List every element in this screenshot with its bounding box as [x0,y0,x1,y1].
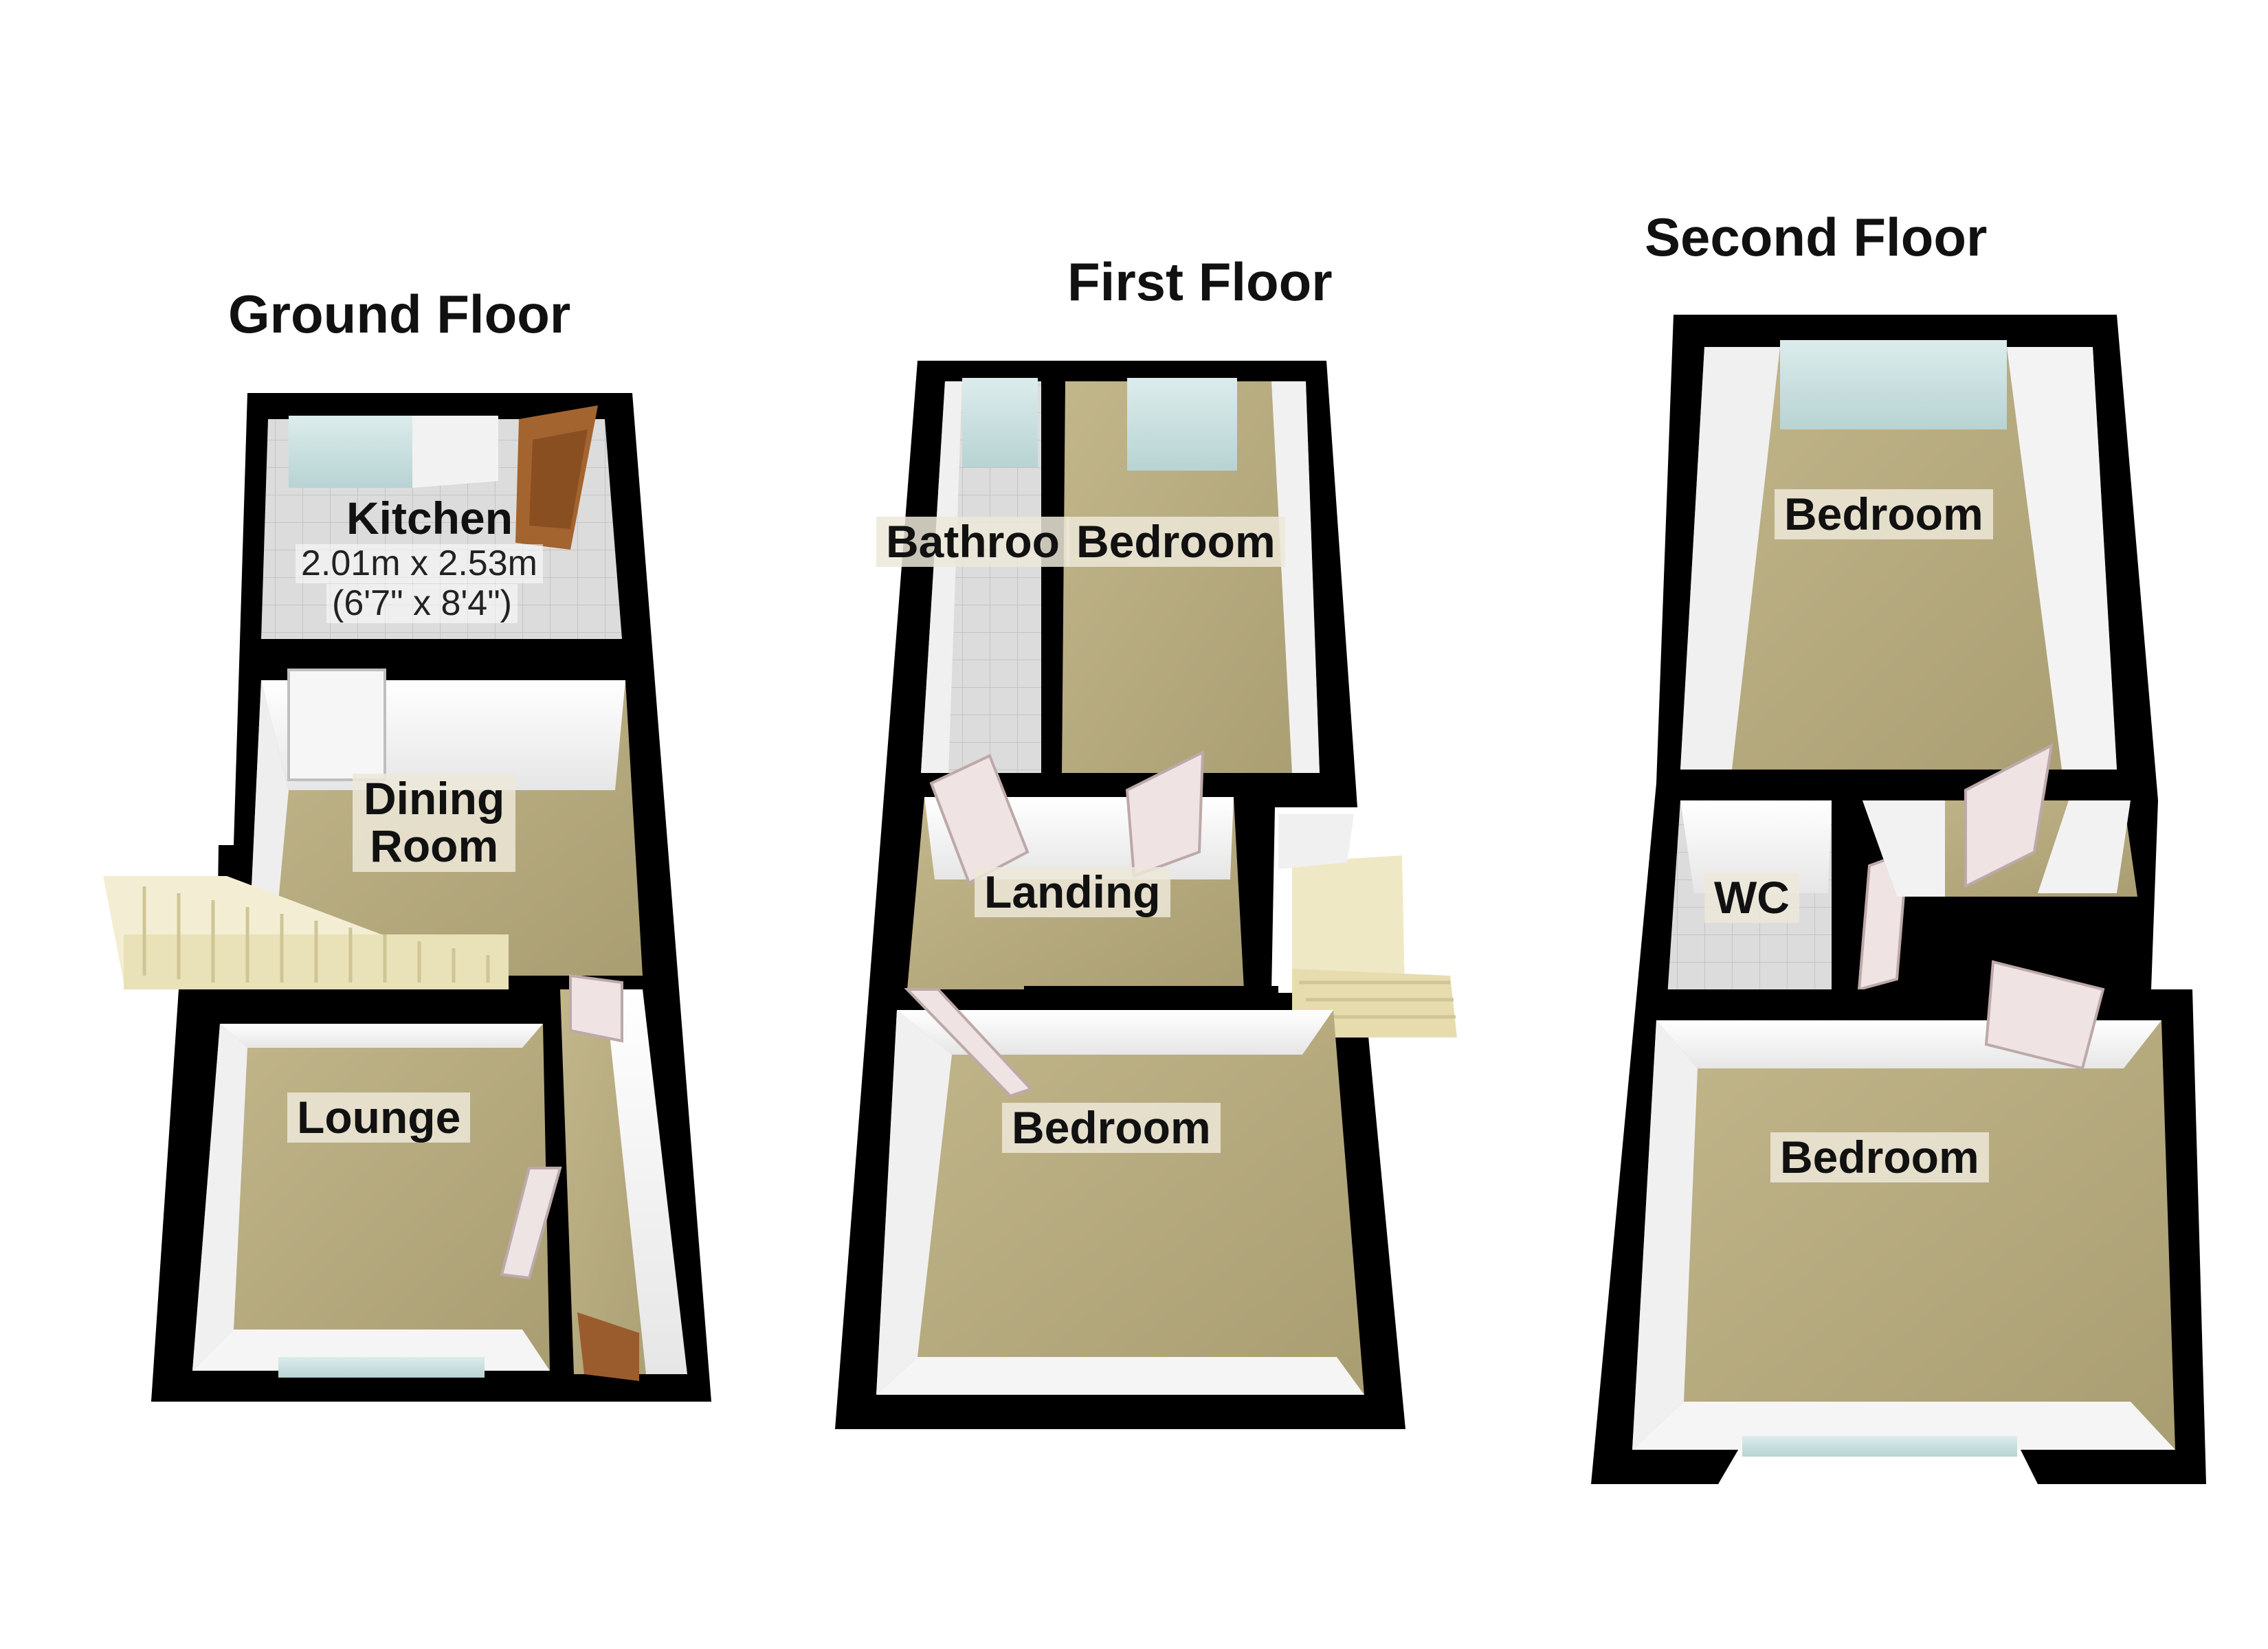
second-front-bedroom-wall-left [1632,1020,1698,1450]
second-floor-plan [1591,315,2206,1484]
bathroom-door-icon [929,754,1030,885]
front-door-icon [577,1312,639,1381]
lounge-door-icon [500,1167,562,1280]
second-rear-bedroom-door-icon [1964,743,2054,889]
kitchen-dimensions-metric: 2.01m x 2.53m [296,543,543,584]
wc-label: WC [1704,873,1799,923]
lounge-wall-left [192,1024,247,1371]
dining-room-label: Dining Room [353,773,516,872]
first-front-bedroom-wall-top [897,1010,1333,1055]
bathroom-bedroom-wall [1041,381,1062,773]
second-landing-right-wall-face [2038,800,2131,893]
first-rear-bedroom-floor [1062,381,1320,773]
dining-room-label-line1: Dining [364,773,505,824]
first-rear-bedroom-label: Bedroom [1067,517,1285,568]
wc-divider-wall [1832,800,1863,1007]
first-rear-bedroom-window [1127,378,1237,471]
second-front-bedroom-window [1742,1436,2017,1457]
lounge-wall-top [220,1024,543,1048]
bathroom-label: Bathroo [876,517,1069,568]
second-rear-bedroom-wall-left [1680,347,1780,770]
kitchen-dimensions-imperial: (6'7" x 8'4") [326,583,518,624]
second-floor-title: Second Floor [1645,207,1988,267]
hall-wall-face [605,989,687,1374]
second-rear-bedroom-label: Bedroom [1775,489,1993,540]
first-front-bedroom-label: Bedroom [1002,1103,1221,1154]
first-front-bedroom-wall-left [876,1010,952,1395]
bathroom-window [962,378,1038,467]
bathroom-wall-face [921,381,962,773]
second-rear-bedroom-wall-right [2007,347,2117,770]
wc-bottom-wall [1663,989,1979,1020]
first-front-bedroom-wall-bottom [876,1357,1364,1395]
kitchen-door-icon [515,405,598,550]
dining-room-label-line2: Room [370,820,499,872]
first-front-bedroom-floor [876,1010,1364,1395]
first-floor-staircase-icon [1278,814,1457,1037]
landing-label: Landing [975,867,1170,918]
first-rear-bedroom-wall-face [1271,381,1320,773]
kitchen-window [289,416,412,488]
landing-bedroom-wall [1024,986,1278,1010]
second-front-bedroom-label: Bedroom [1770,1132,1989,1183]
kitchen-wall-face [412,416,498,488]
second-landing-wall-face [1863,800,1945,897]
hall-door-icon [569,974,623,1043]
first-front-bedroom-door-icon [904,988,1034,1098]
ground-floor-staircase-icon [103,876,509,989]
first-floor-title: First Floor [1067,251,1333,312]
second-front-bedroom-floor [1632,1020,2175,1450]
second-rear-bedroom-bottom-wall [1677,770,2131,800]
second-rear-bedroom-window [1780,340,2007,429]
kitchen-label: Kitchen [346,493,513,543]
second-rear-bedroom-floor [1680,347,2117,770]
rear-bedroom-door-icon [1125,750,1205,878]
wc-wall-face [1680,800,1832,893]
dining-door-frame [287,669,386,781]
lounge-window [278,1357,485,1378]
lounge-label: Lounge [287,1092,471,1143]
second-front-bedroom-door-icon [1984,960,2105,1070]
ground-floor-title: Ground Floor [228,284,571,344]
